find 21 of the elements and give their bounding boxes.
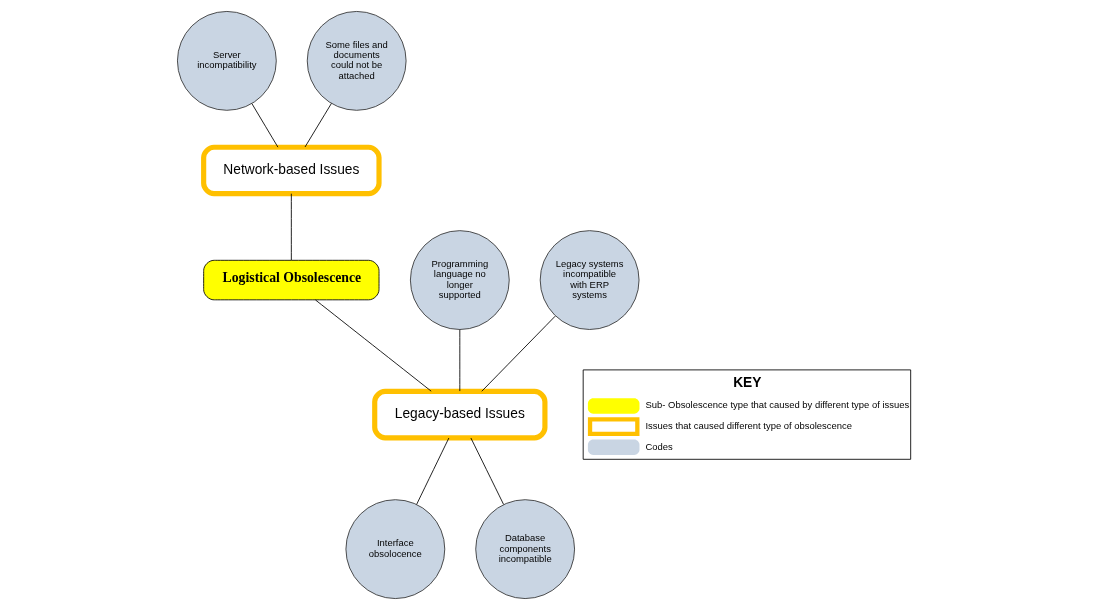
node-circle: Server incompatibility bbox=[177, 11, 277, 111]
legend-label: Codes bbox=[645, 440, 673, 452]
connector bbox=[315, 299, 432, 392]
node-circle: Programming language no longer supported bbox=[409, 230, 510, 330]
node-circle: Database components incompatible bbox=[475, 499, 575, 599]
label: KEY bbox=[733, 374, 762, 390]
connector bbox=[481, 315, 556, 392]
node-box: Legacy-based Issues bbox=[372, 388, 548, 441]
connector bbox=[304, 103, 332, 148]
node-box: Network-based Issues bbox=[201, 144, 382, 197]
connector bbox=[470, 437, 504, 505]
legend-label: Issues that caused different type of obsolescence bbox=[645, 420, 853, 432]
node-circle: Legacy systems incompatible with ERP systems bbox=[539, 230, 640, 330]
connector bbox=[459, 329, 461, 392]
node-box: Logistical Obsolescence bbox=[203, 259, 380, 301]
node-circle: Interface obsolocence bbox=[345, 499, 446, 599]
legend-label: Sub- Obsolescence type that caused by different type of issues bbox=[645, 399, 910, 411]
connector bbox=[416, 437, 450, 505]
connector bbox=[290, 193, 292, 261]
node-circle: Some files and documents could not be attached bbox=[306, 11, 407, 111]
connector bbox=[251, 103, 279, 148]
